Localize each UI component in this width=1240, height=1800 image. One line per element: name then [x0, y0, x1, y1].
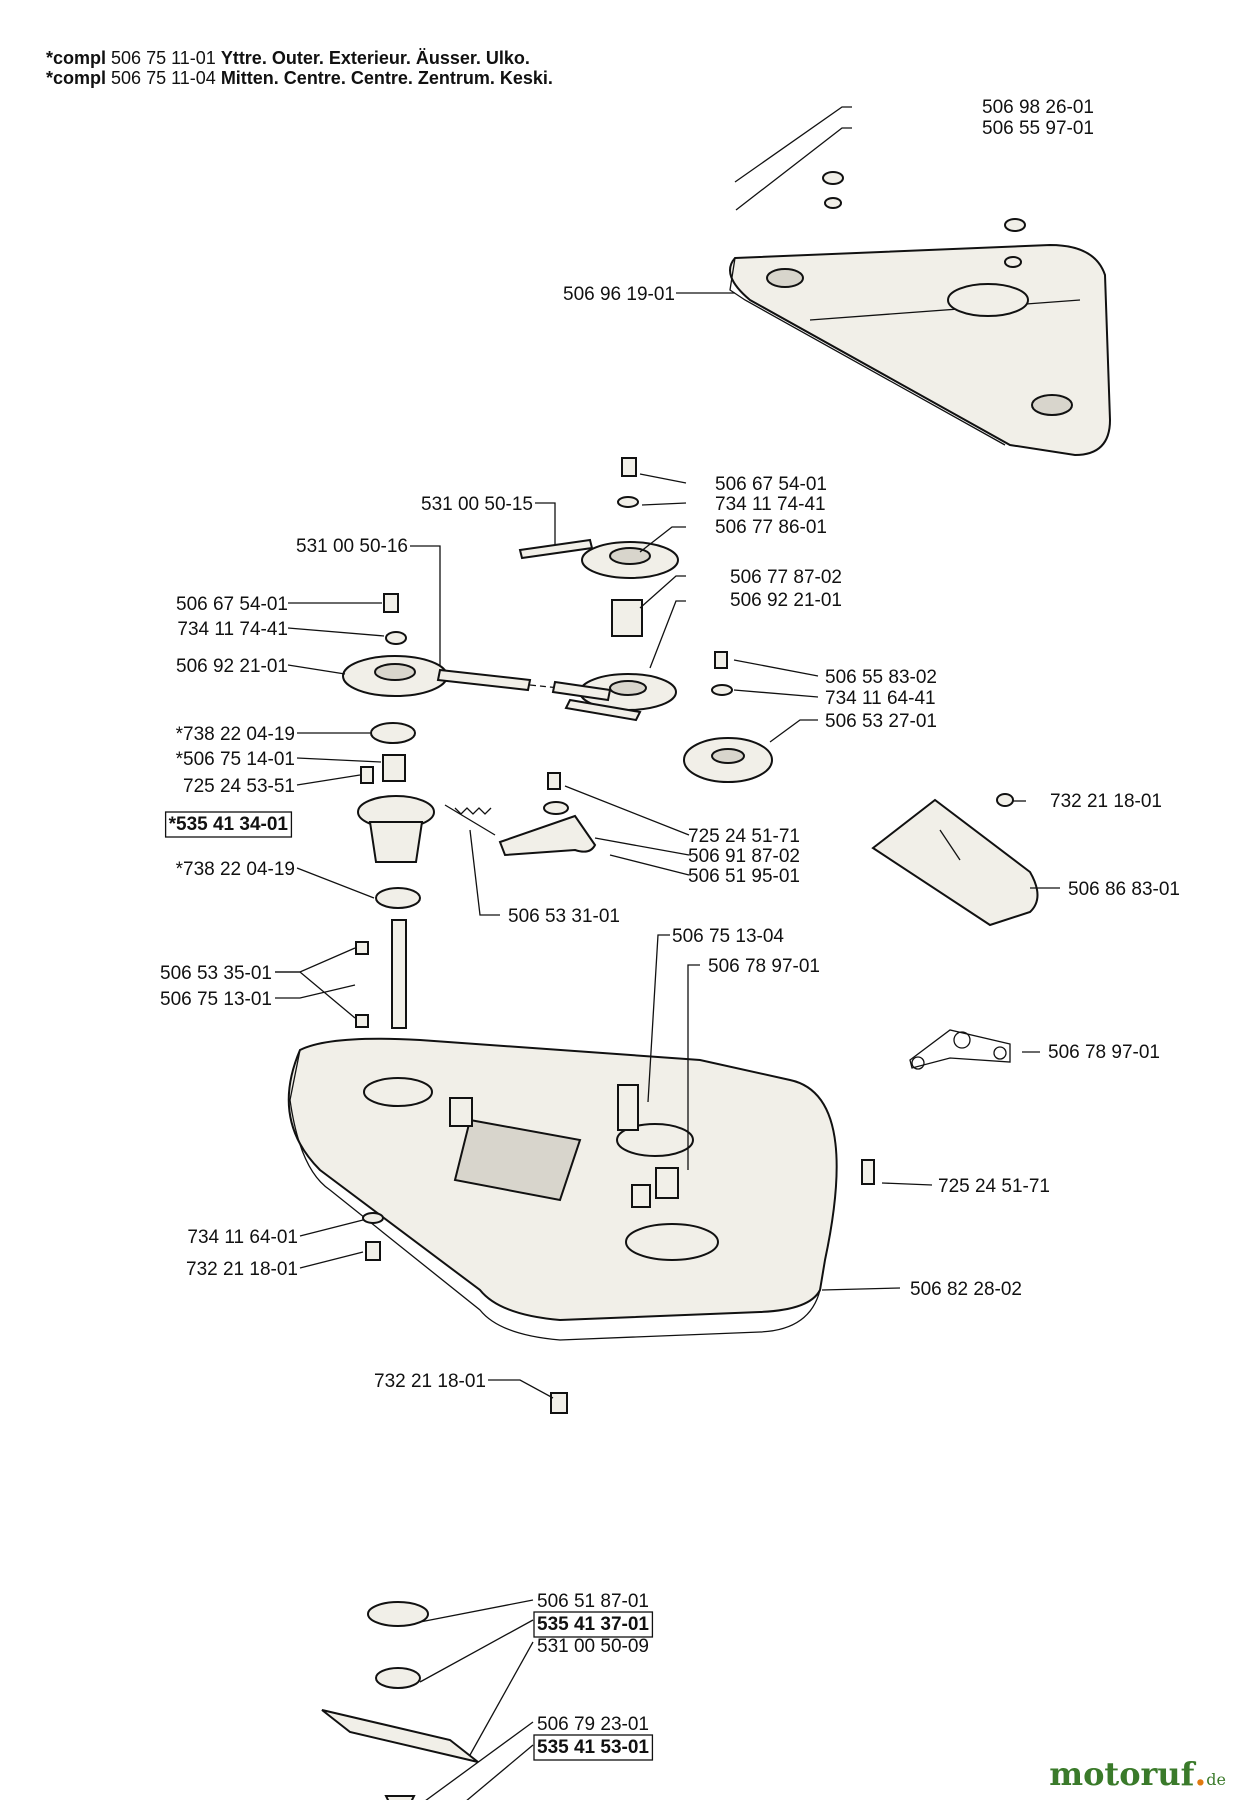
watermark-tld: de	[1206, 1770, 1226, 1789]
leader-lines	[275, 106, 1060, 1800]
part-label: 506 86 83-01	[1068, 879, 1180, 900]
part-label: 531 00 50-16	[296, 536, 408, 557]
header-code: 506 75 11-01	[111, 48, 216, 68]
part-label: 506 51 95-01	[688, 866, 800, 887]
part-label: 506 92 21-01	[730, 590, 842, 611]
part-label: 506 55 97-01	[982, 118, 1094, 139]
part-label: 734 11 64-41	[825, 688, 936, 709]
part-label: *738 22 04-19	[176, 724, 295, 745]
watermark-logo: motoruf.de	[1049, 1754, 1226, 1794]
part-label: 506 75 13-01	[160, 989, 272, 1010]
part-label: 531 00 50-15	[421, 494, 533, 515]
part-label: *738 22 04-19	[176, 859, 295, 880]
part-label: 734 11 74-41	[177, 619, 288, 640]
idler-pulley	[683, 651, 773, 783]
part-label: 734 11 64-01	[187, 1227, 298, 1248]
blade-assembly	[321, 1601, 479, 1800]
part-label: 506 82 28-02	[910, 1279, 1022, 1300]
header-code: 506 75 11-04	[111, 68, 216, 88]
belt-guard-bracket	[871, 793, 1039, 927]
part-label: 725 24 53-51	[183, 776, 295, 797]
part-label-box	[164, 811, 293, 838]
part-label: 506 92 21-01	[176, 656, 288, 677]
top-cover-plate	[729, 171, 1112, 457]
part-label: 506 75 13-04	[672, 926, 784, 947]
header-prefix: *compl	[46, 48, 107, 68]
part-label: 506 77 86-01	[715, 517, 827, 538]
part-label: 506 53 35-01	[160, 963, 272, 984]
part-label-box	[533, 1734, 654, 1761]
part-label: 734 11 74-41	[715, 494, 826, 515]
part-label: 506 67 54-01	[176, 594, 288, 615]
header-description: Mitten. Centre. Centre. Zentrum. Keski.	[220, 68, 553, 88]
part-label: 506 98 26-01	[982, 97, 1094, 118]
part-label: 506 78 97-01	[708, 956, 820, 977]
part-label: 506 79 23-01	[537, 1714, 649, 1735]
watermark-dot: .	[1194, 1754, 1207, 1794]
part-label: 732 21 18-01	[374, 1371, 486, 1392]
part-label: 506 53 27-01	[825, 711, 937, 732]
part-label: 506 53 31-01	[508, 906, 620, 927]
header-line-2: *compl 506 75 11-04 Mitten. Centre. Cent…	[46, 68, 553, 88]
belt	[909, 1029, 1011, 1070]
tension-arm	[444, 772, 597, 857]
part-label: 506 51 87-01	[537, 1591, 649, 1612]
part-label: 506 78 97-01	[1048, 1042, 1160, 1063]
part-label: 531 00 50-09	[537, 1636, 649, 1657]
watermark-text: motoruf	[1049, 1755, 1195, 1793]
part-label: 732 21 18-01	[186, 1259, 298, 1280]
part-label: *506 75 14-01	[176, 749, 295, 770]
part-label: 506 77 87-02	[730, 567, 842, 588]
part-label-box	[533, 1611, 654, 1638]
part-label: 535 41 53-01	[537, 1737, 649, 1758]
part-label: 725 24 51-71	[938, 1176, 1050, 1197]
left-pulley-assembly	[342, 593, 612, 1029]
part-label: *535 41 34-01	[169, 814, 289, 835]
part-label: 506 91 87-02	[688, 846, 800, 867]
mower-deck	[287, 1037, 838, 1341]
part-label: 506 96 19-01	[563, 284, 675, 305]
center-pulley-assembly	[518, 457, 679, 722]
header-prefix: *compl	[46, 68, 107, 88]
part-label: 506 55 83-02	[825, 667, 937, 688]
deck-hardware	[362, 1159, 875, 1414]
part-label: 506 67 54-01	[715, 474, 827, 495]
part-label: 535 41 37-01	[537, 1614, 649, 1635]
part-label: 732 21 18-01	[1050, 791, 1162, 812]
header-description: Yttre. Outer. Exterieur. Äusser. Ulko.	[220, 48, 530, 68]
header-line-1: *compl 506 75 11-01 Yttre. Outer. Exteri…	[46, 48, 530, 68]
part-label: 725 24 51-71	[688, 826, 800, 847]
